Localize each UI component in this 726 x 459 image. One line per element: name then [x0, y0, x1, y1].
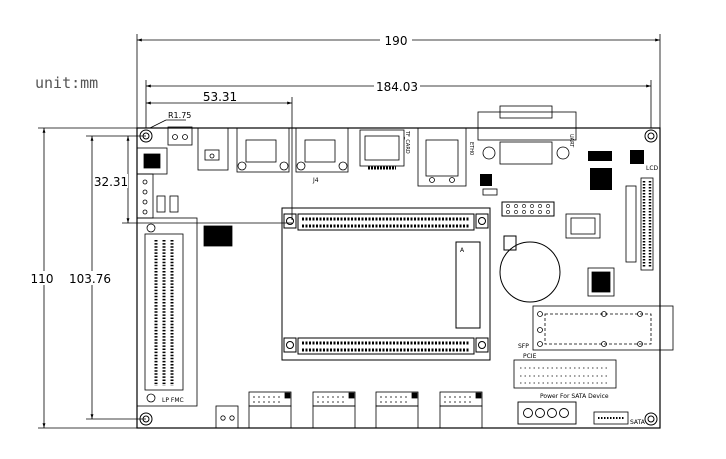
- dim-overall-width: 190: [385, 34, 408, 48]
- label-sfp: SFP: [518, 343, 529, 350]
- rj45-jack-j4: [295, 127, 349, 173]
- pcie-connector: [513, 359, 617, 389]
- rj45-jack-eth0: [417, 127, 467, 187]
- jumper-top: [482, 188, 498, 196]
- dim-vertical-offset: 32.31: [94, 175, 128, 189]
- left-component-block: [136, 147, 168, 175]
- unit-label: unit:mm: [35, 74, 98, 92]
- label-j4: J4: [312, 177, 319, 184]
- dim-corner-radius: R1.75: [168, 111, 191, 120]
- label-marker-a: A: [460, 247, 465, 254]
- sfp-cage: [532, 305, 674, 351]
- som-header-pins: [506, 204, 550, 214]
- ic-chip-right: [587, 267, 615, 297]
- label-uart: UART: [568, 134, 574, 148]
- label-sata: SATA: [630, 419, 646, 426]
- board-outline: [136, 127, 661, 429]
- sata-connector: [593, 411, 629, 425]
- dim-hole-span-height: 103.76: [69, 272, 111, 286]
- dimension-lines: [38, 34, 661, 429]
- bottom-usb-port-2: [312, 391, 356, 429]
- smd-components: [480, 150, 644, 190]
- left-pin-header: [136, 173, 179, 219]
- sata-power-connector: [517, 401, 577, 425]
- bottom-usb-port-3: [375, 391, 419, 429]
- label-power-sata: Power For SATA Device: [540, 393, 609, 400]
- dim-overall-height: 110: [31, 272, 54, 286]
- som-module-area: [281, 201, 555, 361]
- label-eth0: ETH0: [468, 142, 474, 155]
- mounting-holes: [139, 129, 658, 426]
- lp-fmc-connector: [136, 217, 198, 407]
- dc-jack: [197, 127, 229, 171]
- dim-connector-offset: 53.31: [203, 90, 237, 104]
- left-black-chip: [203, 225, 233, 247]
- bottom-usb-port-1: [248, 391, 292, 429]
- bottom-2pin-header: [215, 405, 239, 429]
- label-tf-card: TF_CARD: [404, 130, 410, 154]
- dim-hole-span-width: 184.03: [376, 80, 418, 94]
- label-pcie: PCIE: [523, 353, 537, 360]
- label-lp-fmc: LP FMC: [162, 397, 184, 404]
- battery-holder: [499, 235, 561, 303]
- uart-db9-connector: [477, 105, 577, 165]
- lcd-header: [625, 177, 654, 271]
- rj45-jack-1: [236, 127, 290, 173]
- bottom-usb-port-4: [439, 391, 483, 429]
- ic-chip: [565, 213, 601, 239]
- tf-card-slot: [359, 129, 405, 170]
- label-lcd: LCD: [646, 165, 659, 172]
- power-header: [167, 126, 193, 146]
